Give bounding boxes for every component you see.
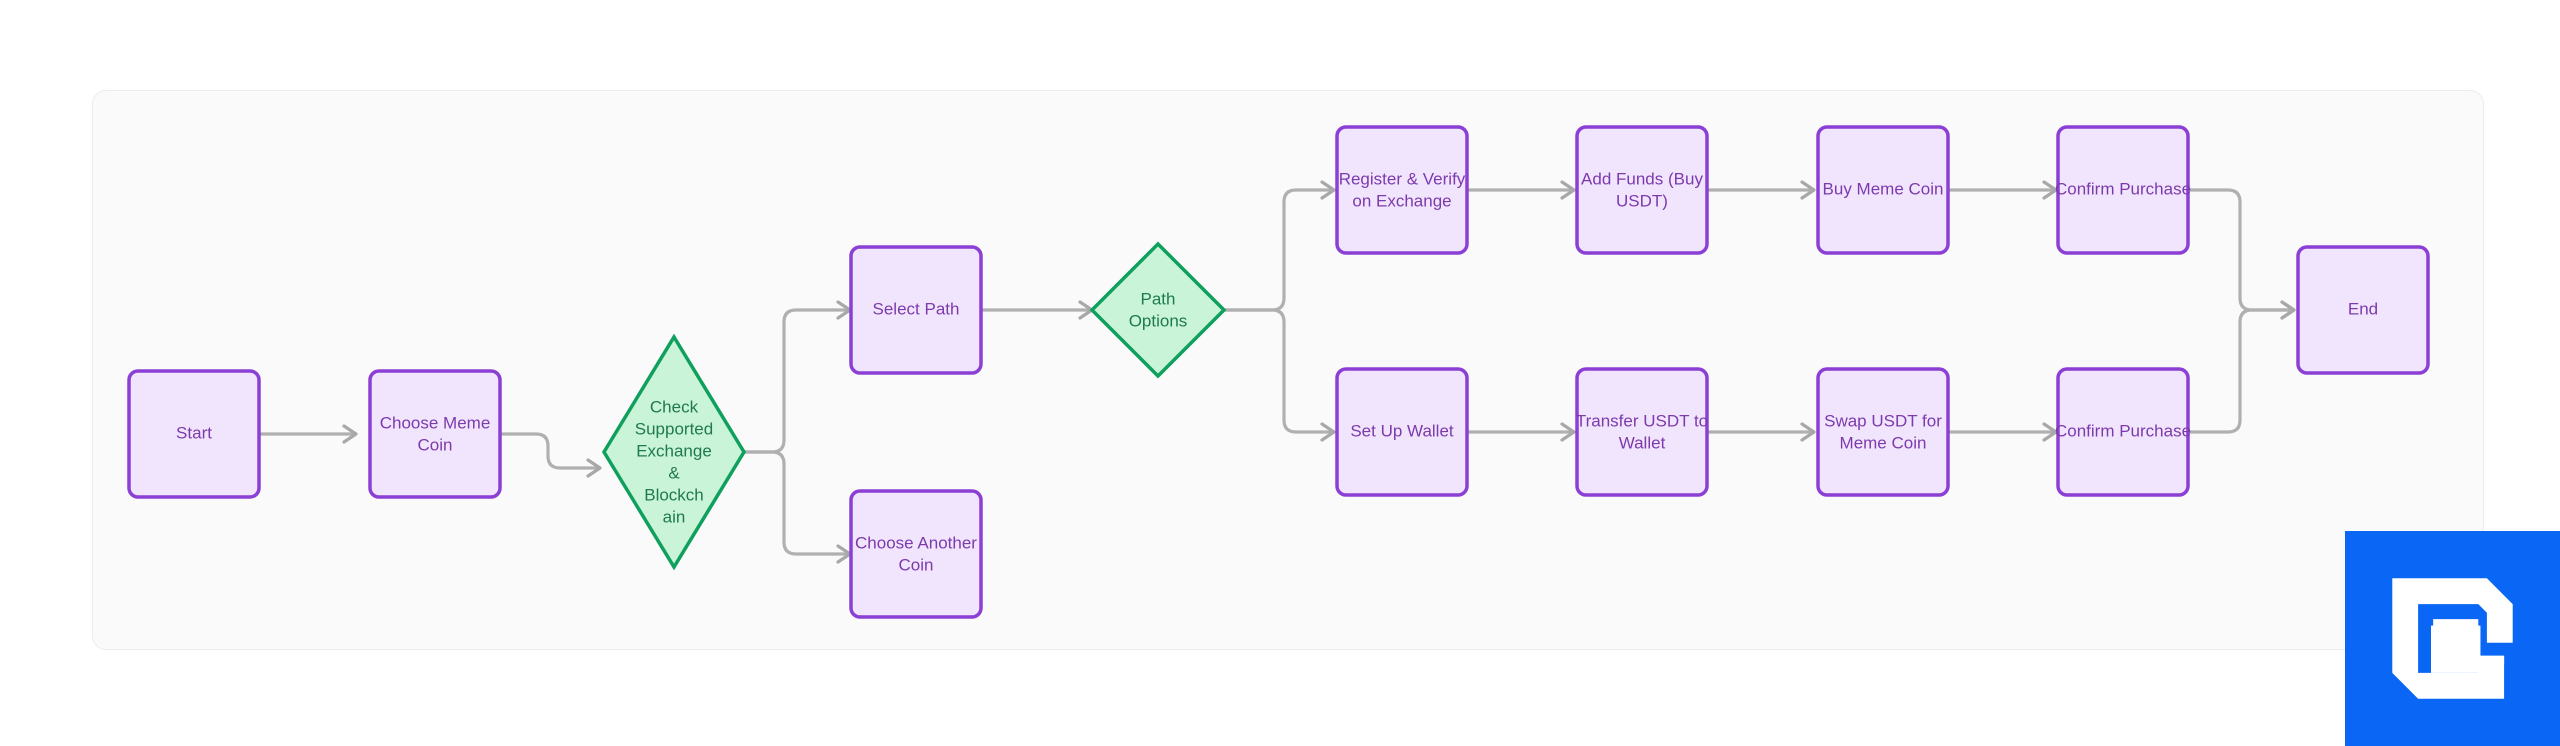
node-choose-meme-coin-label-line2: Coin (418, 435, 453, 454)
node-swap-usdt[interactable]: Swap USDT for Meme Coin (1816, 367, 1950, 497)
node-start[interactable]: Start (127, 369, 261, 499)
node-check-label-line3: Exchange (636, 441, 712, 460)
node-path-options-label-line1: Path (1141, 289, 1176, 308)
node-path-options[interactable]: Path Options (1089, 241, 1227, 379)
edge-choose-coin-to-check (498, 432, 602, 478)
node-check-supported-exchange[interactable]: Check Supported Exchange & Blockch ain (601, 333, 747, 571)
edge-start-to-choose-coin (257, 424, 358, 444)
edge-confirm-top-to-end (2186, 188, 2296, 320)
node-buy-meme-coin[interactable]: Buy Meme Coin (1816, 125, 1950, 255)
node-add-funds-label-line1: Add Funds (Buy (1581, 169, 1703, 188)
node-confirm-purchase-top[interactable]: Confirm Purchase (2055, 125, 2191, 255)
node-end-label: End (2348, 299, 2378, 318)
node-choose-another-coin[interactable]: Choose Another Coin (849, 489, 983, 619)
node-register-verify[interactable]: Register & Verify on Exchange (1335, 125, 1469, 255)
edge-check-to-select-path (742, 300, 852, 454)
node-transfer-usdt[interactable]: Transfer USDT to Wallet (1575, 367, 1709, 497)
node-choose-meme-coin-label-line1: Choose Meme (380, 413, 491, 432)
edge-check-to-another-coin (742, 450, 852, 564)
brand-logo[interactable] (2345, 531, 2560, 746)
node-transfer-usdt-label-line1: Transfer USDT to (1576, 411, 1708, 430)
edge-transfer-to-swap (1705, 422, 1816, 442)
node-confirm-purchase-bottom-label: Confirm Purchase (2055, 421, 2191, 440)
edge-add-funds-to-buy-coin (1705, 180, 1816, 200)
edge-layer (257, 180, 2296, 564)
node-check-label-line6: ain (663, 507, 686, 526)
node-check-label-line4: & (668, 463, 680, 482)
node-confirm-purchase-top-label: Confirm Purchase (2055, 179, 2191, 198)
node-check-label-line5: Blockch (644, 485, 704, 504)
node-set-up-wallet-label: Set Up Wallet (1350, 421, 1454, 440)
node-set-up-wallet[interactable]: Set Up Wallet (1335, 367, 1469, 497)
node-register-verify-label-line1: Register & Verify (1339, 169, 1466, 188)
brand-logo-icon (2392, 578, 2513, 699)
node-add-funds-label-line2: USDT) (1616, 191, 1668, 210)
edge-buy-coin-to-confirm-top (1946, 180, 2058, 200)
edge-path-options-to-setup-wallet (1222, 308, 1336, 442)
edge-select-path-to-path-options (979, 300, 1094, 320)
node-check-label-line2: Supported (635, 419, 713, 438)
node-choose-another-coin-label-line1: Choose Another (855, 533, 977, 552)
node-choose-meme-coin[interactable]: Choose Meme Coin (368, 369, 502, 499)
node-check-label-line1: Check (650, 397, 699, 416)
node-end[interactable]: End (2296, 245, 2430, 375)
node-layer: Start Choose Meme Coin Check Supported E… (127, 125, 2430, 619)
edge-confirm-bottom-to-end (2186, 300, 2296, 434)
node-select-path[interactable]: Select Path (849, 245, 983, 375)
edge-path-options-to-register (1222, 180, 1336, 312)
node-path-options-label-line2: Options (1129, 311, 1188, 330)
edge-swap-to-confirm-bottom (1946, 422, 2058, 442)
edge-register-to-add-funds (1465, 180, 1576, 200)
node-add-funds[interactable]: Add Funds (Buy USDT) (1575, 125, 1709, 255)
node-swap-usdt-label-line1: Swap USDT for (1824, 411, 1942, 430)
node-swap-usdt-label-line2: Meme Coin (1840, 433, 1927, 452)
node-transfer-usdt-label-line2: Wallet (1619, 433, 1666, 452)
node-confirm-purchase-bottom[interactable]: Confirm Purchase (2055, 367, 2191, 497)
node-buy-meme-coin-label: Buy Meme Coin (1823, 179, 1944, 198)
node-start-label: Start (176, 423, 212, 442)
node-register-verify-label-line2: on Exchange (1352, 191, 1451, 210)
node-select-path-label: Select Path (873, 299, 960, 318)
node-choose-another-coin-label-line2: Coin (899, 555, 934, 574)
edge-setup-wallet-to-transfer (1465, 422, 1576, 442)
